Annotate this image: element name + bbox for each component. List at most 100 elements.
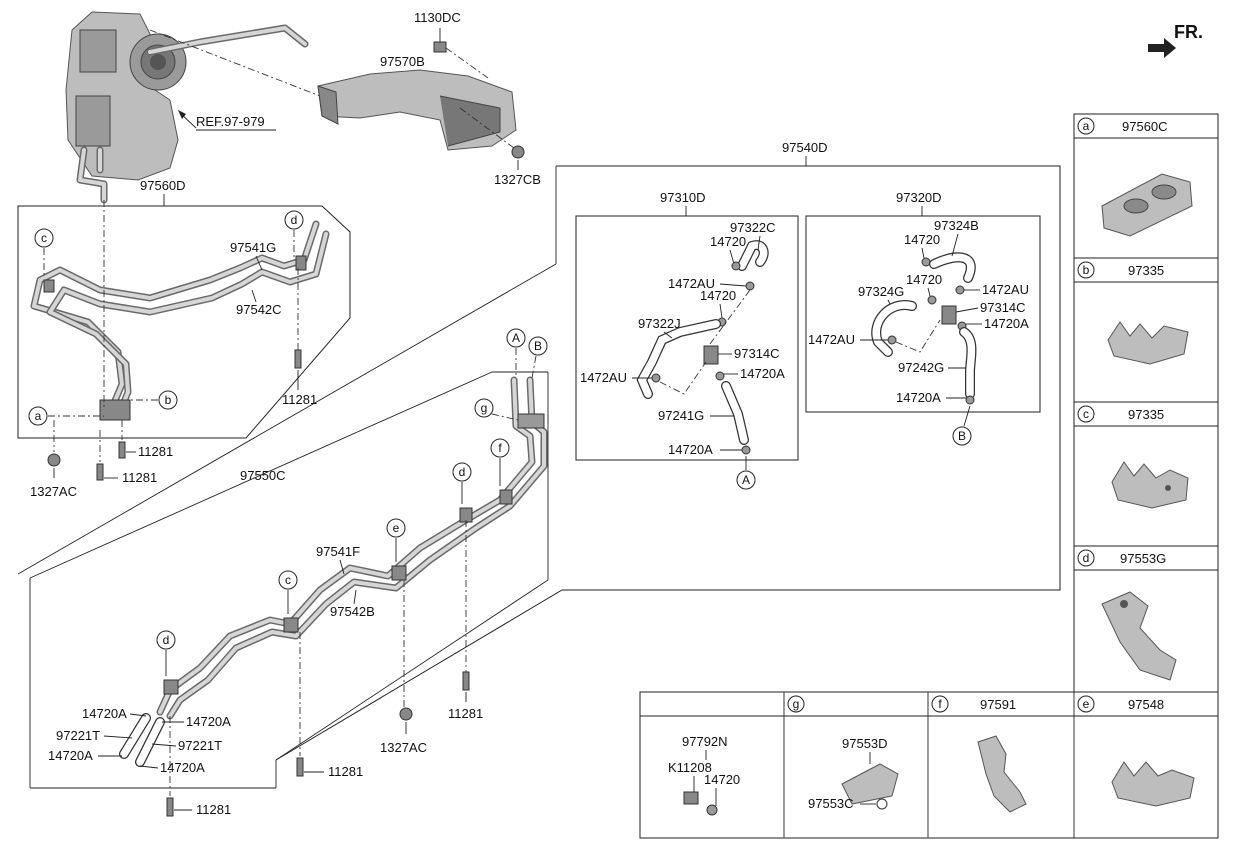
callout-b-97560d: b [130, 390, 178, 410]
part-label-97221t-2: 97221T [178, 738, 222, 753]
table-part-97560c: 97560C [1122, 119, 1168, 134]
part-label-97242g: 97242G [898, 360, 944, 375]
callout-c-97550c: c [278, 570, 298, 614]
svg-text:d: d [163, 633, 170, 647]
svg-text:b: b [165, 393, 172, 407]
table-cell-a: a 97560C [1077, 117, 1193, 237]
table-part-k11208: K11208 [668, 760, 712, 775]
parts-table-bottom: 97792N K11208 14720 g 97553D 97553C f 97… [639, 691, 1219, 839]
table-part-97335-c: 97335 [1128, 407, 1164, 422]
part-label-14720-4: 14720 [906, 272, 942, 287]
part-label-1327ac-b: 1327AC [380, 740, 427, 755]
callout-f: f [490, 438, 510, 486]
part-label-97314c-2: 97314C [980, 300, 1026, 315]
callout-d-97550c-b: d [156, 630, 176, 676]
svg-text:A: A [742, 473, 750, 487]
group-97560d-frame [17, 205, 351, 439]
svg-text:d: d [459, 465, 466, 479]
part-label-97560d: 97560D [140, 178, 186, 193]
part-label-14720a-5: 14720A [740, 366, 785, 381]
part-label-97541f: 97541F [316, 544, 360, 559]
part-label-97542c: 97542C [236, 302, 282, 317]
part-label-14720a-1: 14720A [82, 706, 127, 721]
part-label-14720-1: 14720 [710, 234, 746, 249]
svg-text:f: f [498, 441, 502, 455]
bolt-11281-b [118, 441, 126, 459]
front-label: FR. [1174, 22, 1203, 42]
svg-text:c: c [285, 573, 291, 587]
part-label-97320d: 97320D [896, 190, 942, 205]
part-label-97540d: 97540D [782, 140, 828, 155]
part-label-11281-c: 11281 [122, 470, 157, 485]
svg-text:d: d [1083, 551, 1090, 565]
duct-97570b [317, 69, 517, 151]
front-direction-indicator: FR. [1148, 22, 1203, 58]
part-label-97221t-1: 97221T [56, 728, 100, 743]
callout-d-97550c-a: d [452, 462, 472, 504]
screw-1130dc [433, 41, 447, 53]
part-label-14720-3: 14720 [904, 232, 940, 247]
part-label-11281-d: 11281 [448, 706, 483, 721]
bolt-11281-a [294, 349, 302, 369]
part-label-97550c: 97550C [240, 468, 286, 483]
svg-text:e: e [393, 521, 400, 535]
hose-97324b [929, 252, 976, 283]
part-label-97542b: 97542B [330, 604, 375, 619]
callout-a-97560d: a [28, 406, 104, 426]
svg-text:c: c [1083, 407, 1089, 421]
part-label-11281-e: 11281 [328, 764, 363, 779]
group-97310d-frame [575, 215, 799, 461]
callout-c-97560d: c [34, 228, 54, 276]
table-part-97335-b: 97335 [1128, 263, 1164, 278]
ref-label: REF.97-979 [196, 114, 265, 129]
pipe-assembly-97560d [30, 220, 330, 421]
part-label-14720-2: 14720 [700, 288, 736, 303]
nut-1327ac-b [399, 707, 413, 721]
hvac-unit [65, 11, 309, 204]
part-label-1472au-1: 1472AU [668, 276, 715, 291]
part-label-11281-f: 11281 [196, 802, 231, 817]
part-label-1472au-3: 1472AU [982, 282, 1029, 297]
svg-text:B: B [534, 339, 542, 353]
svg-text:a: a [1083, 119, 1090, 133]
callout-b-97320d: B [952, 426, 972, 446]
svg-text:b: b [1083, 263, 1090, 277]
table-part-97548: 97548 [1128, 697, 1164, 712]
pipe-assembly-97550c [156, 376, 548, 720]
group-97540d-frame [275, 165, 1061, 761]
table-part-97553g: 97553G [1120, 551, 1166, 566]
part-label-14720a-7: 14720A [984, 316, 1029, 331]
hose-97322c [737, 240, 769, 271]
part-label-11281-b: 11281 [138, 444, 173, 459]
table-part-97591: 97591 [980, 697, 1016, 712]
table-part-14720: 14720 [704, 772, 740, 787]
part-label-97314c-1: 97314C [734, 346, 780, 361]
nut-1327cb [511, 145, 525, 159]
part-label-14720a-8: 14720A [896, 390, 941, 405]
bolt-11281-f [166, 797, 174, 817]
part-label-14720a-2: 14720A [186, 714, 231, 729]
part-label-97310d: 97310D [660, 190, 706, 205]
part-label-1130dc: 1130DC [414, 10, 461, 25]
part-label-14720a-4: 14720A [160, 760, 205, 775]
svg-text:A: A [512, 331, 520, 345]
hose-97221t-a [119, 713, 151, 759]
callout-e: e [386, 518, 406, 562]
table-cell-d: d 97553G [1077, 549, 1177, 681]
part-label-1327cb: 1327CB [494, 172, 541, 187]
bolt-11281-e [296, 757, 304, 777]
table-cell-e: e 97548 [1077, 695, 1195, 807]
svg-text:B: B [958, 429, 966, 443]
hose-97322j [636, 319, 721, 399]
parts-table-right: a 97560C b 97335 c 97335 d 97553G [1073, 113, 1219, 693]
table-cell-f: f 97591 [931, 695, 1027, 813]
svg-text:c: c [41, 231, 47, 245]
table-part-97792n: 97792N [682, 734, 728, 749]
table-cell-b: b 97335 [1077, 261, 1189, 365]
group-97320d-frame [805, 215, 1041, 413]
part-label-97322c: 97322C [730, 220, 776, 235]
part-label-97570b: 97570B [380, 54, 425, 69]
svg-text:e: e [1083, 697, 1090, 711]
callout-a-97310d: A [736, 470, 756, 490]
